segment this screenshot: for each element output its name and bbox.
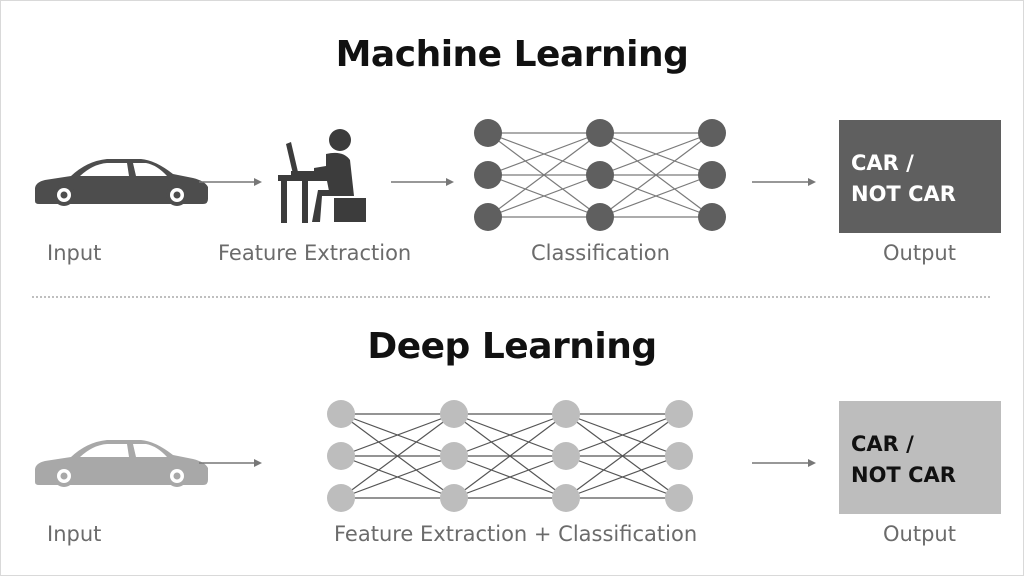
network-node (698, 119, 726, 147)
arrow-icon (752, 459, 816, 467)
network-node (440, 442, 468, 470)
ml-output-text: CAR / NOT CAR (851, 151, 956, 206)
network-connection (599, 132, 713, 218)
network-connection (487, 174, 601, 218)
network-node (440, 484, 468, 512)
network-node (698, 203, 726, 231)
dl-output-box: CAR / NOT CAR (839, 401, 1001, 514)
ml-input-label: Input (47, 241, 102, 265)
network-connection (599, 174, 713, 218)
network-node (552, 484, 580, 512)
network-connection (565, 455, 680, 499)
network-connection (453, 455, 567, 499)
network-node (552, 400, 580, 428)
network-node (474, 119, 502, 147)
dl-neural-network (327, 400, 693, 512)
arrow-icon (199, 178, 262, 186)
network-node (586, 119, 614, 147)
network-node (586, 203, 614, 231)
network-node (474, 203, 502, 231)
deep-learning-title: Deep Learning (367, 326, 657, 367)
person-at-laptop-icon (278, 129, 366, 223)
network-connection (487, 132, 601, 176)
network-connection (453, 413, 567, 457)
network-node (327, 484, 355, 512)
section-divider (32, 296, 990, 298)
network-connection (340, 413, 455, 499)
network-node (327, 400, 355, 428)
ml-output-label: Output (883, 241, 956, 265)
dl-feature-classification-label: Feature Extraction + Classification (334, 522, 698, 546)
dl-car-icon (35, 440, 208, 487)
network-node (665, 484, 693, 512)
machine-learning-title: Machine Learning (335, 34, 689, 75)
network-connection (565, 413, 680, 457)
dl-output-label: Output (883, 522, 956, 546)
network-connection (487, 132, 601, 218)
network-node (698, 161, 726, 189)
network-node (665, 400, 693, 428)
ml-output-box: CAR / NOT CAR (839, 120, 1001, 233)
ml-neural-network (474, 119, 726, 231)
network-connection (599, 132, 713, 176)
network-node (474, 161, 502, 189)
network-node (586, 161, 614, 189)
network-connection (453, 413, 567, 499)
network-connection (565, 413, 680, 499)
network-connection (340, 413, 455, 457)
ml-feature-extraction-label: Feature Extraction (218, 241, 412, 265)
dl-output-text: CAR / NOT CAR (851, 432, 956, 487)
network-node (552, 442, 580, 470)
arrows (199, 178, 816, 467)
network-connection (340, 455, 455, 499)
arrow-icon (391, 178, 454, 186)
network-node (327, 442, 355, 470)
dl-input-label: Input (47, 522, 102, 546)
network-node (665, 442, 693, 470)
network-node (440, 400, 468, 428)
ml-classification-label: Classification (531, 241, 670, 265)
arrow-icon (752, 178, 816, 186)
ml-car-icon (35, 159, 208, 206)
arrow-icon (199, 459, 262, 467)
